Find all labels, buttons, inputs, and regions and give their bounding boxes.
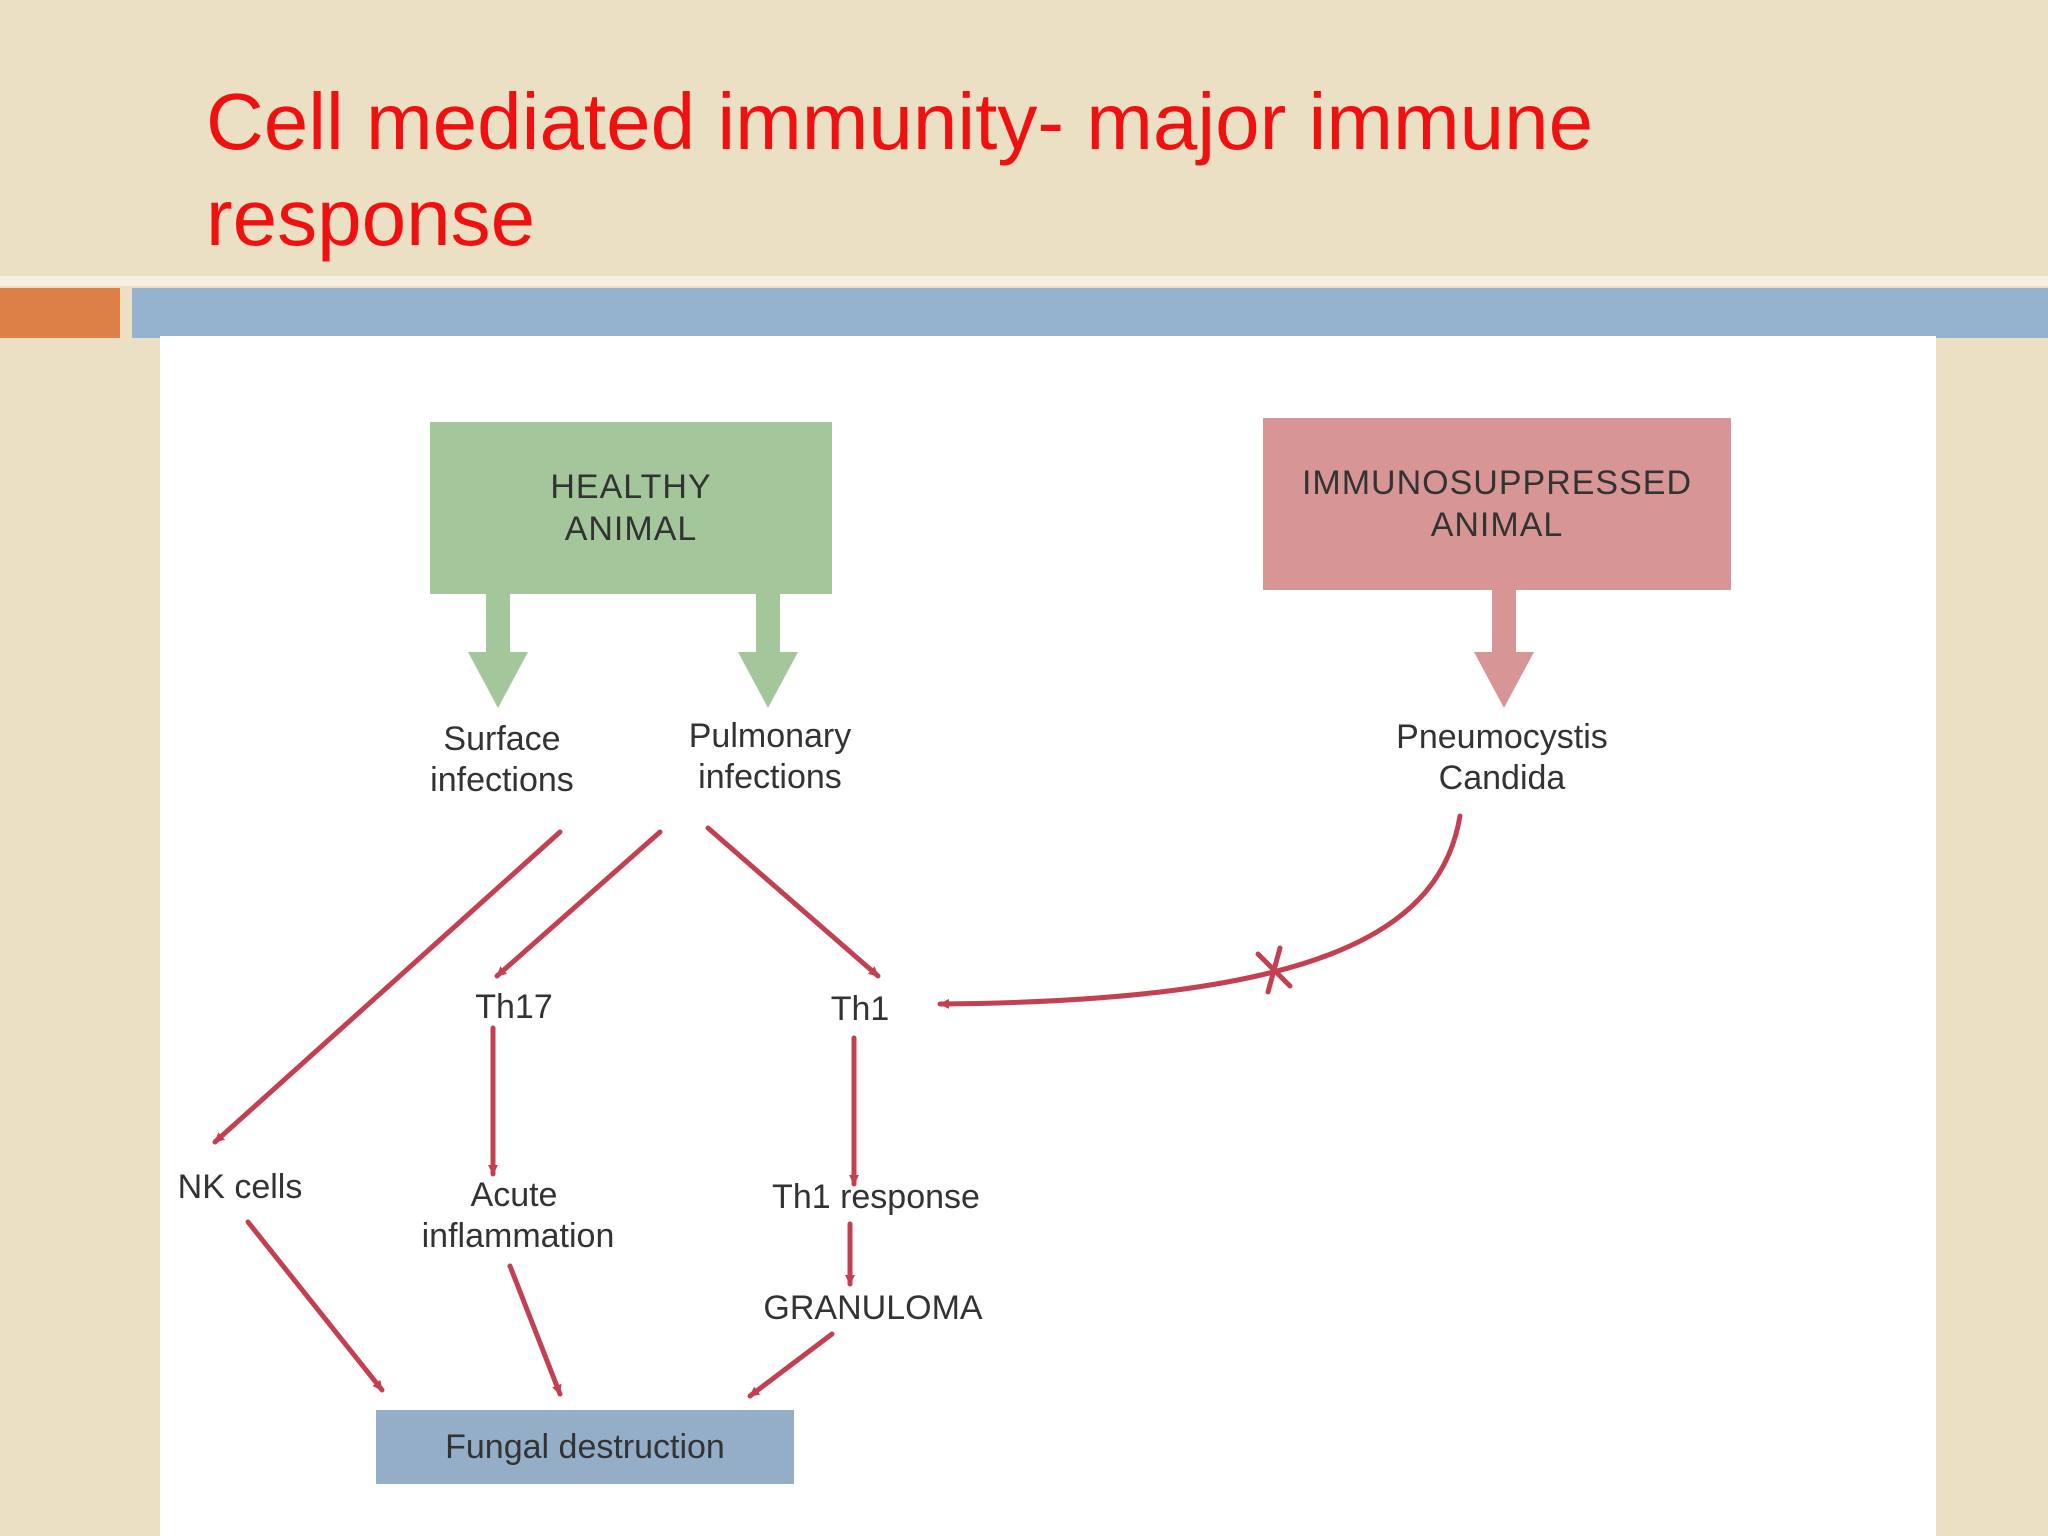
accent-bar-blue: [132, 288, 2048, 338]
surface-infections-line2: infections: [430, 761, 574, 799]
arrow-pathogens-to-th1-blocked: [937, 813, 1463, 1009]
arrow-surface-to-nk: [212, 829, 563, 1145]
fungal-destruction-box: [376, 1410, 794, 1484]
title-divider: [0, 276, 2048, 286]
block-arrow-to-pathogens: [1474, 590, 1534, 708]
pathogens-line1: Pneumocystis: [1396, 718, 1608, 756]
granuloma-label: GRANULOMA: [763, 1289, 982, 1327]
th1-response-label: Th1 response: [772, 1178, 980, 1216]
slide-title: Cell mediated immunity- major immune res…: [206, 74, 1706, 266]
arrow-pulmonary-to-th1: [705, 825, 881, 979]
title-line-2: response: [206, 173, 536, 262]
block-arrow-to-pulmonary: [738, 594, 798, 708]
healthy-label-line1: HEALTHY: [550, 468, 711, 506]
healthy-label-line2: ANIMAL: [565, 510, 698, 548]
acute-inflammation-line1: Acute: [471, 1176, 558, 1214]
healthy-animal-box: [430, 422, 832, 594]
nk-cells-label: NK cells: [178, 1168, 303, 1206]
acute-inflammation-line2: inflammation: [422, 1217, 615, 1255]
pulmonary-infections-line2: infections: [698, 758, 842, 796]
arrow-acute-to-fungal: [507, 1263, 563, 1397]
arrow-pulmonary-to-th17: [494, 829, 663, 979]
surface-infections-line1: Surface: [443, 720, 560, 758]
pathogens-line2: Candida: [1439, 759, 1566, 797]
th17-label: Th17: [475, 988, 553, 1026]
immunosuppressed-animal-box: [1263, 418, 1731, 590]
fungal-destruction-label: Fungal destruction: [445, 1428, 725, 1466]
diagram-panel: HEALTHY ANIMAL IMMUNOSUPPRESSED ANIMAL S…: [160, 336, 1936, 1536]
th1-label: Th1: [831, 990, 890, 1028]
arrow-nk-to-fungal: [245, 1219, 385, 1393]
pulmonary-infections-line1: Pulmonary: [689, 717, 852, 755]
block-arrow-to-surface: [468, 594, 528, 708]
immunosuppressed-label-line1: IMMUNOSUPPRESSED: [1302, 464, 1692, 502]
immunosuppressed-label-line2: ANIMAL: [1431, 506, 1564, 544]
arrow-granuloma-to-fungal: [747, 1331, 835, 1399]
flow-diagram: HEALTHY ANIMAL IMMUNOSUPPRESSED ANIMAL S…: [178, 418, 1731, 1484]
title-line-1: Cell mediated immunity- major immune: [206, 77, 1594, 166]
block-mark-x-2: [1265, 945, 1283, 995]
accent-bar-orange: [0, 288, 120, 338]
